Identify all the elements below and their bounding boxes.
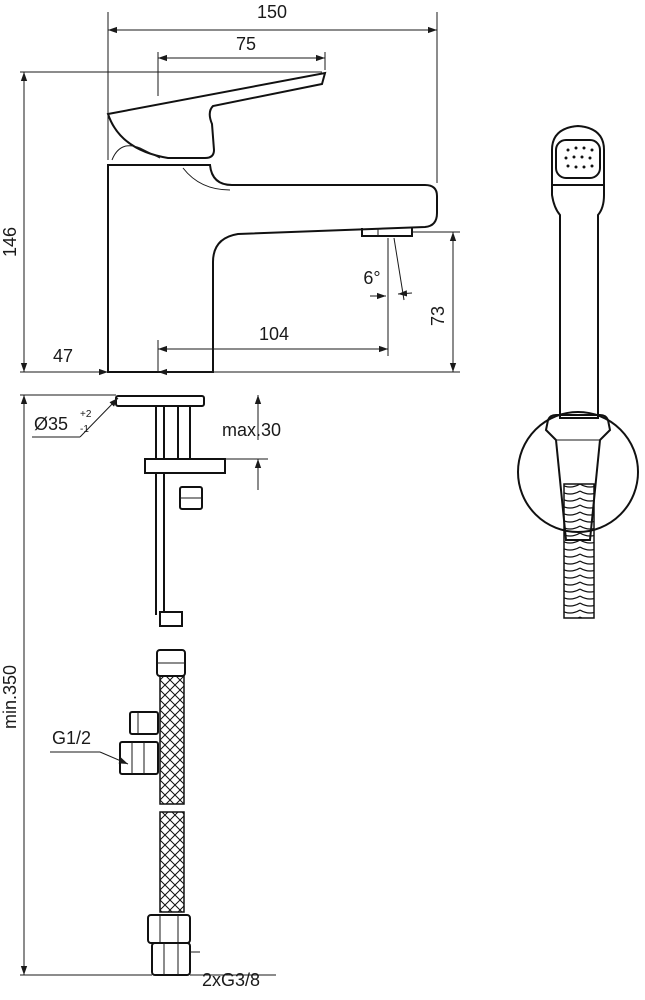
faucet-body [106, 71, 438, 407]
dim-width-150: 150 [257, 2, 287, 22]
dimension-labels: 150 75 146 73 104 47 6° Ø35 +2 -1 max.30… [0, 2, 448, 990]
dim-hole-diameter: Ø35 [34, 414, 68, 434]
dimension-lines [20, 12, 460, 976]
dim-reach-104: 104 [259, 324, 289, 344]
dim-tol-plus: +2 [80, 409, 92, 420]
dim-tol-minus: -1 [80, 424, 89, 435]
dim-angle-6: 6° [363, 268, 380, 288]
dim-max-thickness: max.30 [222, 420, 281, 440]
dim-spout-75: 75 [236, 34, 256, 54]
dim-height-146: 146 [0, 227, 20, 257]
dim-offset-47: 47 [53, 346, 73, 366]
dim-inlet-thread: G1/2 [52, 728, 91, 748]
dim-supply-threads: 2xG3/8 [202, 970, 260, 990]
dim-min-length: min.350 [0, 665, 20, 729]
hand-shower [517, 124, 639, 619]
dim-spout-height-73: 73 [428, 306, 448, 326]
mounting-assembly [119, 405, 226, 976]
